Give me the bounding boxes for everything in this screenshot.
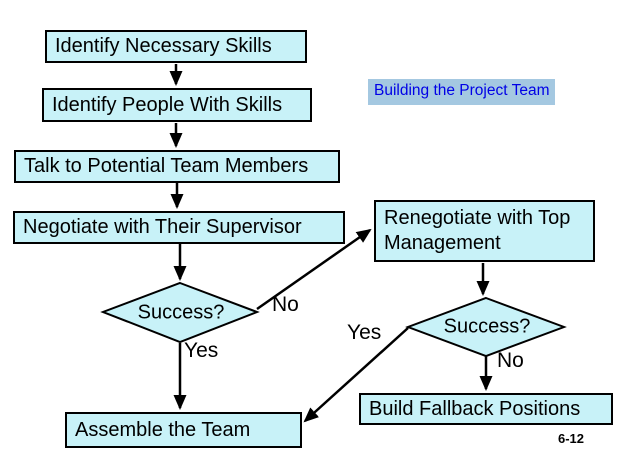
node-assemble-team: Assemble the Team [65,412,302,448]
node-identify-people: Identify People With Skills [42,88,312,122]
node-talk-members: Talk to Potential Team Members [14,150,340,183]
node-build-fallback: Build Fallback Positions [359,393,613,425]
edge-label-yes-1: Yes [184,339,219,362]
node-negotiate-supervisor: Negotiate with Their Supervisor [13,211,345,244]
edge-label-no-2: No [497,349,524,372]
edge-label-no-1: No [272,293,299,316]
page-number: 6-12 [558,431,585,446]
arrow-yes2-to-assemble [303,327,409,423]
slide-title: Building the Project Team [368,79,556,105]
node-renegotiate-top: Renegotiate with Top Management [374,200,595,262]
decision-success-1-label: Success? [137,301,225,324]
decision-success-1 [100,281,260,344]
edge-label-yes-2: Yes [347,321,382,344]
node-identify-skills: Identify Necessary Skills [45,30,307,63]
arrow-no-to-renegotiate [256,228,372,311]
decision-success-2 [405,296,567,358]
decision-success-2-label: Success? [443,315,531,338]
